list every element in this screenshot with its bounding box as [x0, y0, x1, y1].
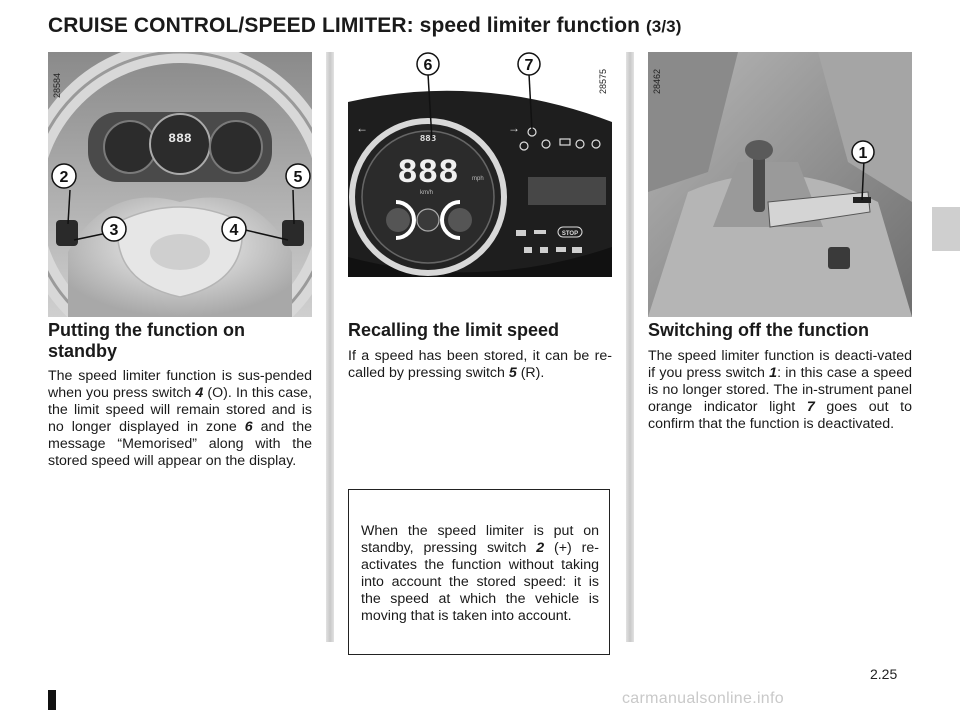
- callout-7: 7: [525, 57, 534, 74]
- section-text-switch-off: The speed limiter function is deacti-vat…: [648, 348, 912, 432]
- page-number: 2.25: [870, 666, 898, 682]
- cluster-small-display: 888: [420, 134, 436, 144]
- speed-unit-sub-label: km/h: [420, 190, 433, 196]
- console-switch-figure: 1 28462: [648, 52, 912, 317]
- speed-unit-label: mph: [472, 176, 484, 182]
- page-corner-mark: [48, 690, 56, 710]
- stop-warning-label: STOP: [562, 231, 578, 237]
- watermark: carmanualsonline.info: [622, 690, 784, 707]
- switch-ref-2: 2: [536, 540, 545, 556]
- callout-1: 1: [859, 145, 868, 162]
- switch-ref-5: 5: [508, 365, 517, 381]
- left-cluster-display-readout: 888: [168, 131, 192, 146]
- callout-4: 4: [230, 222, 239, 239]
- steering-wheel-figure: 888 2 5 3 4 28584: [48, 52, 312, 317]
- light-ref-7: 7: [806, 399, 815, 415]
- title-text: CRUISE CONTROL/SPEED LIMITER: speed limi…: [48, 14, 641, 37]
- figure-ref-number: 28575: [598, 68, 608, 94]
- title-part-indicator: (3/3): [646, 17, 682, 36]
- switch-ref-4: 4: [195, 385, 204, 401]
- section-heading-recall: Recalling the limit speed: [348, 320, 560, 340]
- section-heading-standby: Putting the function on standby: [48, 320, 245, 361]
- figure-ref-number: 28462: [652, 68, 662, 94]
- left-turn-indicator-icon: ←: [356, 121, 368, 135]
- section-text-standby: The speed limiter function is sus-pended…: [48, 368, 313, 469]
- switch-ref-1: 1: [769, 365, 778, 381]
- figure-ref-number: 28584: [52, 72, 62, 98]
- callout-3: 3: [110, 222, 119, 239]
- zone-ref-6: 6: [244, 419, 253, 435]
- right-turn-indicator-icon: →: [508, 121, 520, 135]
- cluster-speed-display: 888: [397, 155, 458, 193]
- section-heading-switch-off: Switching off the function: [648, 320, 869, 340]
- section-thumb-tab: [932, 207, 960, 251]
- callout-2: 2: [60, 169, 69, 186]
- callout-5: 5: [294, 169, 303, 186]
- callout-6: 6: [424, 57, 433, 74]
- note-box: When the speed limiter is put on standby…: [348, 489, 610, 655]
- section-text-recall: If a speed has been stored, it can be re…: [348, 348, 612, 381]
- note-text: When the speed limiter is put on standby…: [361, 523, 599, 624]
- column-divider-right: [626, 52, 634, 642]
- page-title: CRUISE CONTROL/SPEED LIMITER: speed limi…: [48, 14, 681, 38]
- column-divider-left: [326, 52, 334, 642]
- instrument-cluster-figure: 888 888 mph km/h ← → STOP 6 7 28575: [348, 52, 612, 317]
